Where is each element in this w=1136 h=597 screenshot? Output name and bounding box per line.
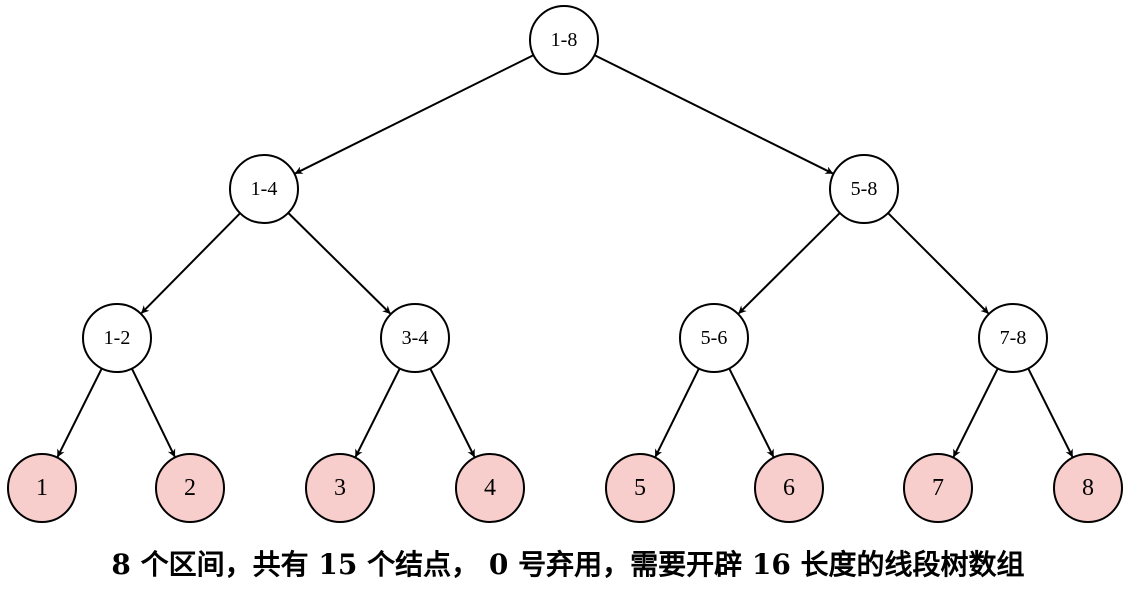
tree-node-1-8: 1-8 [529,5,599,75]
leaf-node-2: 2 [155,453,225,523]
edge-n6-n12 [654,368,700,458]
node-label: 7 [932,475,944,501]
node-label: 5-6 [701,327,728,349]
nodes-layer: 1-8 1-4 5-8 1-2 3-4 5-6 7-8 1 2 3 4 5 6 7 8 [7,5,1123,523]
node-label: 3-4 [402,327,429,349]
node-label: 1 [36,475,48,501]
edge-n3-n6 [738,212,841,315]
tree-node-1-2: 1-2 [82,303,152,373]
edge-n5-n11 [429,367,476,458]
tree-node-1-4: 1-4 [229,154,299,224]
node-label: 2 [184,475,196,501]
leaf-node-8: 8 [1053,453,1123,523]
node-circle [1053,453,1123,523]
edge-n2-n4 [140,212,241,314]
node-label: 1-2 [104,327,131,349]
caption: 8 个区间，共有 15 个结点， 0 号弃用，需要开辟 16 长度的线段树数组 [111,548,1025,581]
node-label: 5 [634,475,646,501]
edge-n1-n2 [294,54,534,175]
edge-n6-n13 [728,367,775,458]
node-circle [7,453,77,523]
leaf-node-6: 6 [754,453,824,523]
node-circle [82,303,152,373]
node-label: 5-8 [851,178,878,200]
edge-n3-n7 [887,212,989,314]
node-circle [978,303,1048,373]
tree-node-5-8: 5-8 [829,154,899,224]
leaf-node-3: 3 [305,453,375,523]
leaf-node-5: 5 [605,453,675,523]
leaf-node-1: 1 [7,453,77,523]
node-circle [679,303,749,373]
edge-n7-n15 [1027,367,1074,458]
node-label: 7-8 [1000,327,1027,349]
tree-node-5-6: 5-6 [679,303,749,373]
tree-node-7-8: 7-8 [978,303,1048,373]
edge-n4-n8 [56,367,103,458]
node-label: 8 [1082,475,1094,501]
node-label: 1-4 [251,178,278,200]
node-circle [380,303,450,373]
edge-n7-n14 [952,367,999,458]
node-label: 1-8 [551,29,578,51]
tree-node-3-4: 3-4 [380,303,450,373]
node-circle [754,453,824,523]
edge-n5-n10 [354,367,401,458]
node-circle [455,453,525,523]
node-label: 3 [334,475,346,501]
node-circle [829,154,899,224]
edges-layer [56,54,1074,458]
node-circle [605,453,675,523]
leaf-node-7: 7 [903,453,973,523]
node-circle [529,5,599,75]
node-circle [155,453,225,523]
node-label: 6 [783,475,795,501]
node-label: 4 [484,475,496,501]
node-circle [229,154,299,224]
leaf-node-4: 4 [455,453,525,523]
edge-n1-n3 [594,54,834,175]
edge-n2-n5 [287,212,391,315]
node-circle [305,453,375,523]
edge-n4-n9 [130,368,176,458]
node-circle [903,453,973,523]
